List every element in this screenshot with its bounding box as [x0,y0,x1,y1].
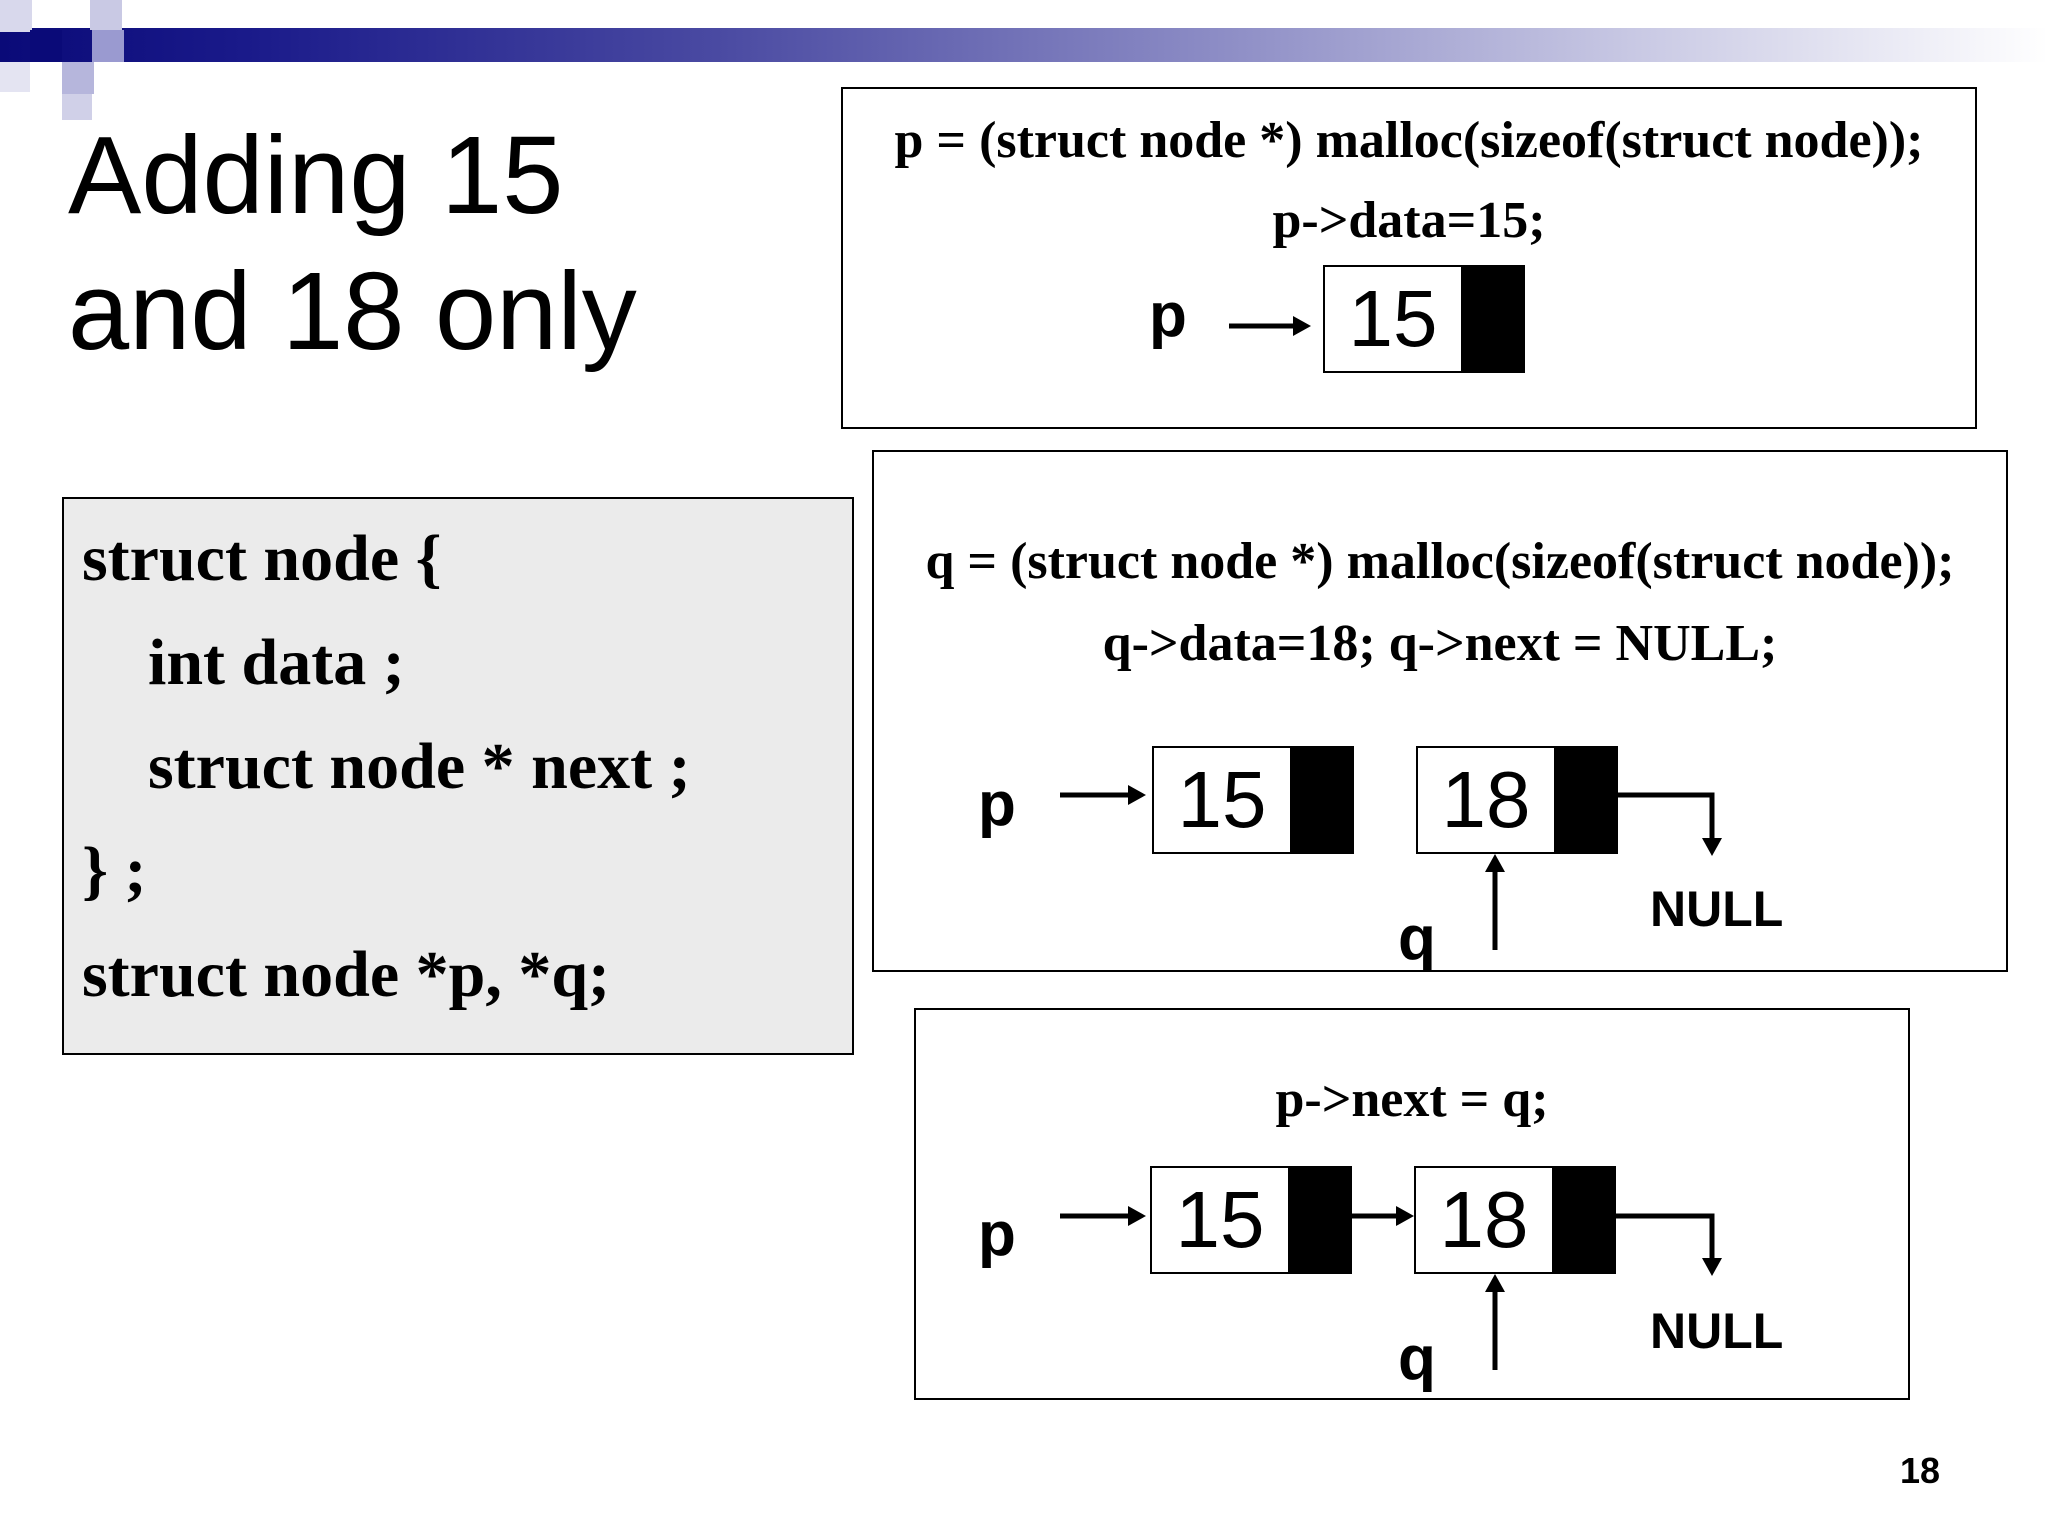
pointer-arrows [1060,785,1722,950]
null-label: NULL [1650,881,1784,937]
pointer-label-p: p [978,770,1016,839]
node-data-cell: 15 [1152,746,1292,854]
header-square [62,94,92,120]
node-data-cell: 15 [1323,265,1463,373]
node-data-cell: 18 [1416,746,1556,854]
panel-allocate-q: q = (struct node *) malloc(sizeof(struct… [872,450,2008,972]
page-number: 18 [1899,1450,1941,1491]
node-next-cell [1556,746,1618,854]
pointer-label-q: q [1398,904,1436,973]
header-square [62,62,94,94]
slide-title: Adding 15 and 18 only [68,108,637,380]
code-line: struct node * next ; [82,730,691,803]
pointer-arrows [1060,1206,1722,1370]
node-next-cell [1292,746,1354,854]
pointer-arrow [1229,316,1311,336]
pointer-label-p: p [978,1200,1016,1269]
statement: q->data=18; q->next = NULL; [1102,615,1778,672]
node-next-cell [1554,1166,1616,1274]
slide-title-line: Adding 15 [68,114,564,237]
statement: p->data=15; [1272,192,1546,249]
header-square [0,0,32,32]
null-label: NULL [1650,1303,1784,1359]
code-line: int data ; [82,626,405,699]
statement: p = (struct node *) malloc(sizeof(struct… [894,112,1924,169]
node-next-cell [1290,1166,1352,1274]
panel-link-nodes: p->next = q; p q NULL 15 18 [914,1008,1910,1400]
code-line: struct node *p, *q; [82,938,611,1011]
header-square [0,62,30,92]
header-square [92,30,124,62]
header-square [30,30,62,62]
struct-definition-box: struct node { int data ; struct node * n… [62,497,854,1055]
node-data-cell: 15 [1150,1166,1290,1274]
header-square [90,0,122,30]
panel-allocate-p: p = (struct node *) malloc(sizeof(struct… [841,87,1977,429]
statement: p->next = q; [1275,1071,1549,1128]
code-line: struct node { [82,522,442,595]
header-gradient-bar [0,28,2048,62]
statement: q = (struct node *) malloc(sizeof(struct… [925,533,1955,590]
pointer-label-p: p [1149,281,1187,350]
node-data-cell: 18 [1414,1166,1554,1274]
code-line: } ; [82,834,147,907]
pointer-label-q: q [1398,1324,1436,1393]
slide-title-line: and 18 only [68,250,637,373]
node-next-cell [1463,265,1525,373]
